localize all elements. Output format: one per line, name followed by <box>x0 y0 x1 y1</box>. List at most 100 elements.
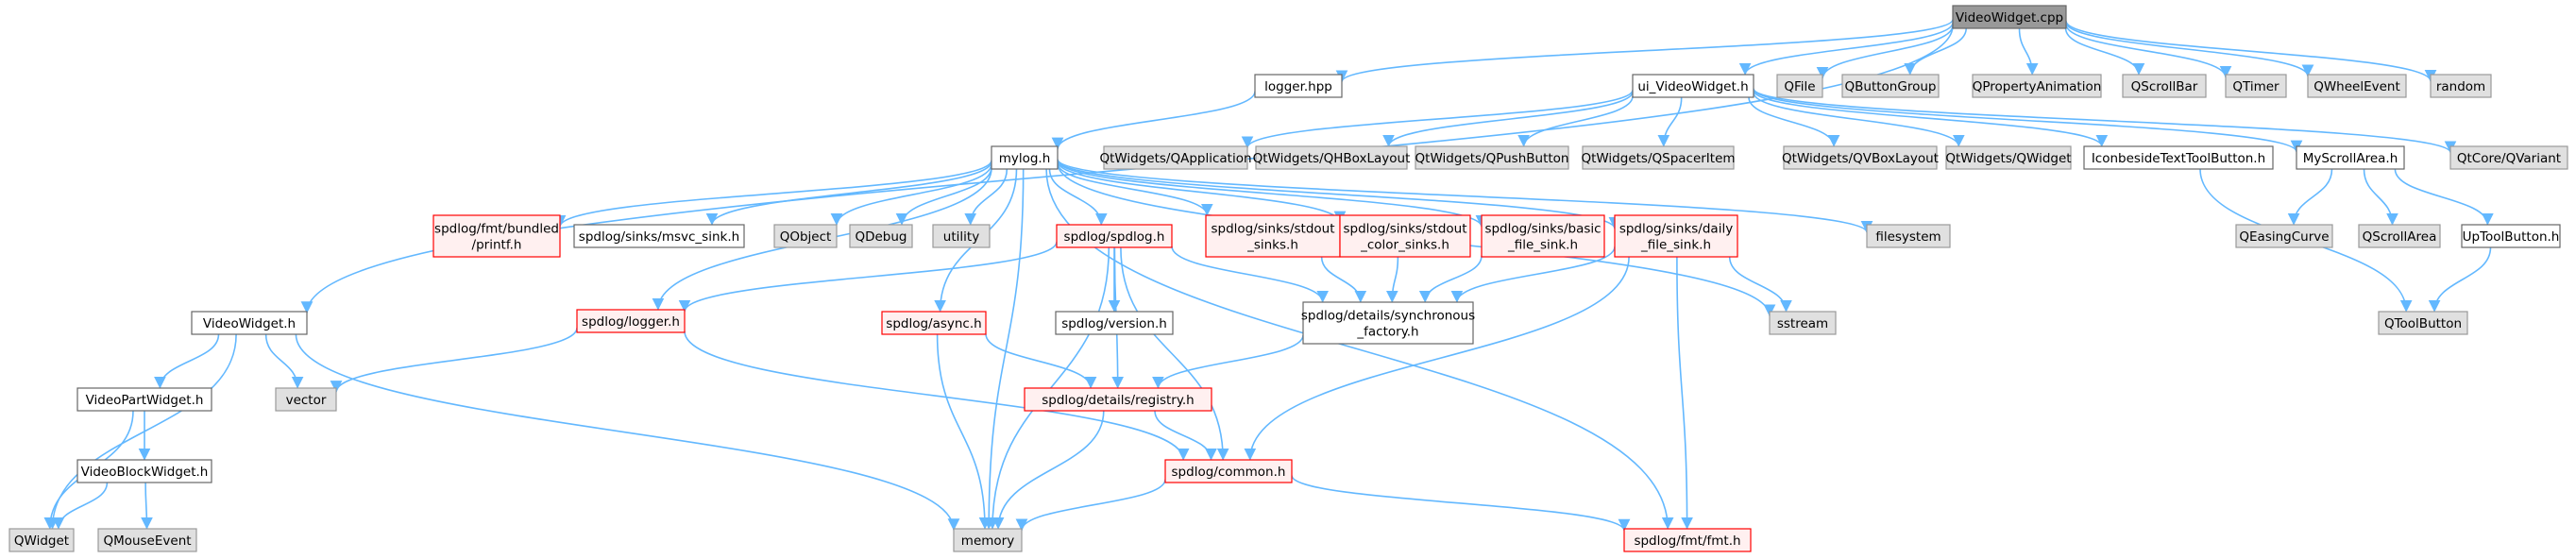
node-label: VideoWidget.h <box>203 316 296 331</box>
node-fmt_printf[interactable]: spdlog/fmt/bundled/printf.h <box>432 214 561 258</box>
node-spdlog_h[interactable]: spdlog/spdlog.h <box>1056 224 1173 248</box>
node-qwidget[interactable]: QWidget <box>8 528 75 552</box>
node-label: QDebug <box>855 229 907 245</box>
node-label: spdlog/fmt/fmt.h <box>1634 534 1740 549</box>
node-label: QScrollBar <box>2131 79 2198 94</box>
node-label: MyScrollArea.h <box>2303 151 2398 166</box>
node-label: QtWidgets/QVBoxLayout <box>1782 151 1939 166</box>
node-sync_factory[interactable]: spdlog/details/synchronous_factory.h <box>1301 301 1475 345</box>
node-label: utility <box>943 229 979 245</box>
node-common_h[interactable]: spdlog/common.h <box>1164 459 1293 483</box>
node-label: VideoWidget.cpp <box>1956 10 2063 25</box>
node-label: logger.hpp <box>1264 79 1332 94</box>
node-qtw_qpushbutton[interactable]: QtWidgets/QPushButton <box>1415 145 1569 170</box>
node-label: QtCore/QVariant <box>2457 151 2561 166</box>
node-logger_h[interactable]: spdlog/logger.h <box>576 309 686 333</box>
node-label: spdlog/async.h <box>886 316 981 331</box>
node-label: IconbesideTextToolButton.h <box>2092 151 2265 166</box>
node-filesystem[interactable]: filesystem <box>1866 224 1951 248</box>
node-box <box>191 311 308 335</box>
node-box <box>576 309 686 333</box>
node-box <box>573 224 745 248</box>
node-qtw_qwidget[interactable]: QtWidgets/QWidget <box>1945 145 2072 170</box>
node-box <box>2430 74 2492 98</box>
node-mylog_h[interactable]: mylog.h <box>991 145 1059 170</box>
node-box <box>881 311 987 335</box>
node-box <box>1481 214 1605 258</box>
edge-videowidget_cpp-to-qpropertyanimation <box>2018 27 2039 76</box>
node-box <box>1302 301 1474 345</box>
edge-ui_videowidget_h-to-qtcore_qvariant <box>1753 88 2457 154</box>
node-random[interactable]: random <box>2430 74 2492 98</box>
node-label: mylog.h <box>999 151 1051 166</box>
node-myscrollarea_h[interactable]: MyScrollArea.h <box>2296 145 2405 170</box>
node-qtoolbutton[interactable]: QToolButton <box>2378 311 2468 335</box>
edge-videowidget_h-to-vector <box>264 333 304 389</box>
node-ui_videowidget_h[interactable]: ui_VideoWidget.h <box>1632 74 1754 98</box>
node-sstream[interactable]: sstream <box>1769 311 1837 335</box>
node-utility[interactable]: utility <box>932 224 991 248</box>
node-qwheelevent[interactable]: QWheelEvent <box>2307 74 2407 98</box>
node-box <box>1769 311 1837 335</box>
node-box <box>1415 145 1569 170</box>
node-qpropertyanimation[interactable]: QPropertyAnimation <box>1972 74 2102 98</box>
node-qtw_qapplication[interactable]: QtWidgets/QApplication <box>1099 145 1252 170</box>
node-label: QtWidgets/QPushButton <box>1415 151 1569 166</box>
node-label: _factory.h <box>1356 325 1418 340</box>
edge-mylog_h-to-fmt_printf <box>553 160 992 228</box>
node-async_h[interactable]: spdlog/async.h <box>881 311 987 335</box>
node-qeasingcurve[interactable]: QEasingCurve <box>2235 224 2333 248</box>
edge-spdlog_h-to-logger_h <box>678 241 1058 313</box>
node-label: spdlog/sinks/basic <box>1484 222 1601 237</box>
node-vector[interactable]: vector <box>275 387 337 412</box>
node-qscrollarea[interactable]: QScrollArea <box>2358 224 2441 248</box>
node-videopartwidget_h[interactable]: VideoPartWidget.h <box>76 387 212 412</box>
edge-ui_videowidget_h-to-qtw_qwidget <box>1753 92 1965 147</box>
node-box <box>432 214 561 258</box>
node-box <box>1056 224 1173 248</box>
node-qtw_qvboxlayout[interactable]: QtWidgets/QVBoxLayout <box>1782 145 1939 170</box>
node-msvc_sink[interactable]: spdlog/sinks/msvc_sink.h <box>573 224 745 248</box>
node-label: QToolButton <box>2384 316 2462 331</box>
node-box <box>2296 145 2405 170</box>
node-videowidget_cpp[interactable]: VideoWidget.cpp <box>1952 5 2067 29</box>
node-qfile[interactable]: QFile <box>1776 74 1823 98</box>
node-stdout_sinks[interactable]: spdlog/sinks/stdout_sinks.h <box>1205 214 1341 258</box>
node-videowidget_h[interactable]: VideoWidget.h <box>191 311 308 335</box>
node-label: memory <box>961 534 1014 549</box>
edge-registry_h-to-common_h <box>1154 410 1217 461</box>
node-label: QScrollArea <box>2363 229 2437 245</box>
node-qtw_qhboxlayout[interactable]: QtWidgets/QHBoxLayout <box>1253 145 1411 170</box>
node-videoblockwidget_h[interactable]: VideoBlockWidget.h <box>76 459 212 483</box>
node-box <box>1952 5 2067 29</box>
node-qbuttongroup[interactable]: QButtonGroup <box>1841 74 1940 98</box>
node-box <box>275 387 337 412</box>
node-qmouseevent[interactable]: QMouseEvent <box>97 528 197 552</box>
edge-mylog_h-to-qobject <box>830 163 992 226</box>
node-label: QWidget <box>14 534 69 549</box>
node-uptoolbutton_h[interactable]: UpToolButton.h <box>2461 224 2561 248</box>
node-box <box>1582 145 1735 170</box>
node-label: QtWidgets/QApplication <box>1099 151 1251 166</box>
node-logger_hpp[interactable]: logger.hpp <box>1254 74 1343 98</box>
node-box <box>2449 145 2568 170</box>
node-memory[interactable]: memory <box>953 528 1023 552</box>
node-qtimer[interactable]: QTimer <box>2225 74 2287 98</box>
node-label: QtWidgets/QWidget <box>1945 151 2071 166</box>
node-qtw_qspaceritem[interactable]: QtWidgets/QSpacerItem <box>1581 145 1736 170</box>
node-box <box>1103 145 1248 170</box>
edge-mylog_h-to-stdout_sinks <box>1057 162 1213 216</box>
node-daily_file_sink[interactable]: spdlog/sinks/daily_file_sink.h <box>1614 214 1738 258</box>
node-stdout_color_sinks[interactable]: spdlog/sinks/stdout_color_sinks.h <box>1339 214 1471 258</box>
node-registry_h[interactable]: spdlog/details/registry.h <box>1024 387 1212 412</box>
node-basic_file_sink[interactable]: spdlog/sinks/basic_file_sink.h <box>1481 214 1605 258</box>
node-qtcore_qvariant[interactable]: QtCore/QVariant <box>2449 145 2568 170</box>
node-version_h[interactable]: spdlog/version.h <box>1055 311 1174 335</box>
node-qobject[interactable]: QObject <box>773 224 838 248</box>
edge-ui_videowidget_h-to-myscrollarea_h <box>1753 88 2303 153</box>
node-iconbeside_h[interactable]: IconbesideTextToolButton.h <box>2083 145 2274 170</box>
node-box <box>2083 145 2274 170</box>
node-fmt_h[interactable]: spdlog/fmt/fmt.h <box>1623 528 1752 552</box>
node-qscrollbar[interactable]: QScrollBar <box>2122 74 2207 98</box>
node-qdebug[interactable]: QDebug <box>849 224 913 248</box>
